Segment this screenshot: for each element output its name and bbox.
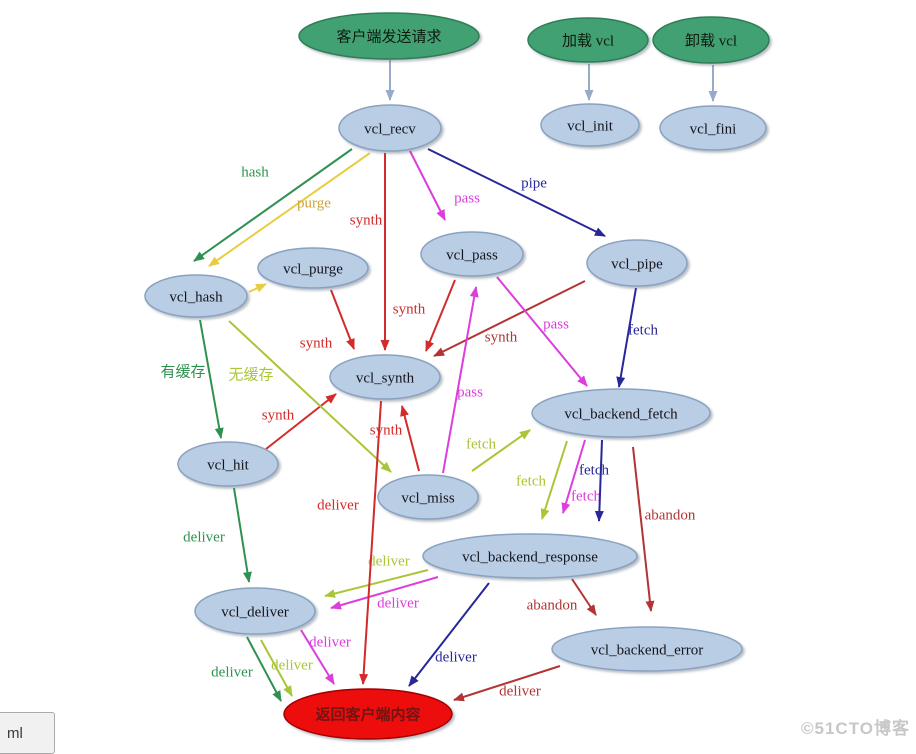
edge-bresp-berror — [571, 578, 597, 616]
edge-label-bresp-return: deliver — [435, 649, 477, 665]
node-vcl-synth — [329, 354, 441, 400]
edge-miss-pass — [442, 286, 479, 474]
watermark: ©51CTO博客 — [800, 719, 910, 738]
edge-label-miss-pass: pass — [457, 384, 483, 400]
node-return-client-content — [283, 688, 453, 740]
edge-miss-backend-fetch — [471, 429, 531, 472]
edge-hash-miss — [228, 320, 392, 473]
node-label-vcl-synth: vcl_synth — [356, 370, 415, 386]
node-label-vcl-backend-response: vcl_backend_response — [462, 549, 598, 565]
node-label-vcl-pass: vcl_pass — [446, 247, 498, 263]
edge-hash-hit — [199, 319, 224, 439]
edge-label-deliver-return-yg: deliver — [271, 657, 313, 673]
node-load-vcl — [527, 17, 649, 63]
node-label-unload-vcl: 卸载 vcl — [685, 32, 737, 49]
edge-hash-purge — [248, 283, 267, 293]
edge-label-recv-synth: synth — [350, 212, 383, 228]
edge-label-hit-synth: synth — [262, 407, 295, 423]
edge-synth-return — [359, 400, 382, 685]
edge-label-bfetch-bresp-nv: fetch — [579, 462, 609, 478]
edge-recv-pipe — [427, 148, 606, 237]
edge-label-deliver-return-gr: deliver — [211, 664, 253, 680]
edge-label-bfetch-berror: abandon — [645, 507, 696, 523]
node-vcl-pipe — [586, 239, 688, 287]
edge-deliver-return-mg — [300, 629, 335, 685]
node-label-client-request: 客户端发送请求 — [336, 28, 441, 45]
edge-hit-deliver — [233, 487, 252, 583]
edge-label-pass-synth: synth — [393, 301, 426, 317]
node-vcl-hash — [144, 274, 248, 318]
node-label-vcl-recv: vcl_recv — [364, 121, 416, 137]
edge-label-bfetch-bresp-mg: fetch — [571, 488, 601, 504]
edge-hit-synth — [265, 393, 337, 450]
edge-bresp-return — [408, 582, 490, 687]
node-vcl-hit — [177, 441, 279, 487]
edge-label-recv-hash: hash — [241, 164, 269, 180]
node-label-vcl-backend-fetch: vcl_backend_fetch — [564, 406, 678, 422]
edge-label-berror-return: deliver — [499, 683, 541, 699]
edge-purge-synth — [330, 289, 355, 350]
node-vcl-purge — [257, 247, 369, 289]
edge-label-hash-miss: 无缓存 — [228, 366, 273, 383]
node-label-vcl-pipe: vcl_pipe — [611, 256, 663, 272]
edge-label-miss-backend-fetch: fetch — [466, 436, 496, 452]
node-vcl-recv — [338, 104, 442, 152]
edge-label-bresp-deliver-yg: deliver — [368, 553, 410, 569]
edge-label-hit-deliver: deliver — [183, 529, 225, 545]
edge-recv-pass — [409, 150, 446, 221]
edge-pipe-synth — [433, 280, 586, 357]
edge-label-bresp-deliver-mg: deliver — [377, 595, 419, 611]
edge-label-recv-pass: pass — [454, 190, 480, 206]
edge-bfetch-bresp-mg — [561, 439, 586, 514]
node-label-vcl-miss: vcl_miss — [401, 490, 454, 506]
edge-label-hash-hit: 有缓存 — [160, 363, 205, 380]
edge-bfetch-bresp-nv — [594, 439, 604, 522]
file-chip-label: ml — [7, 724, 23, 742]
node-vcl-miss — [377, 474, 479, 520]
edge-bresp-deliver-mg — [330, 576, 439, 610]
edge-deliver-return-yg — [260, 639, 293, 697]
node-label-vcl-hit: vcl_hit — [207, 457, 249, 473]
edge-label-pass-backend-fetch: pass — [543, 316, 569, 332]
node-unload-vcl — [652, 16, 770, 64]
edge-label-purge-synth: synth — [300, 335, 333, 351]
node-vcl-deliver — [194, 587, 316, 635]
edge-berror-return — [453, 665, 561, 702]
edge-deliver-return-gr — [246, 636, 282, 702]
edge-recv-hash-purge — [208, 152, 371, 267]
node-label-vcl-deliver: vcl_deliver — [221, 604, 288, 620]
node-vcl-fini — [659, 105, 767, 151]
node-label-return-client-content: 返回客户端内容 — [315, 705, 420, 723]
edge-pass-synth — [425, 279, 456, 352]
edge-label-deliver-return-mg: deliver — [309, 634, 351, 650]
node-label-vcl-fini: vcl_fini — [690, 121, 737, 137]
edge-bfetch-bresp-yg — [540, 440, 568, 520]
edge-pipe-backend-fetch — [616, 287, 637, 388]
edge-label-bfetch-bresp-yg: fetch — [516, 473, 546, 489]
node-vcl-backend-response — [422, 533, 638, 579]
file-chip[interactable]: ml — [0, 712, 55, 754]
node-vcl-init — [540, 103, 640, 147]
node-label-vcl-backend-error: vcl_backend_error — [591, 642, 703, 658]
edge-recv-hash — [193, 148, 353, 262]
edge-miss-synth — [400, 405, 420, 472]
edge-bfetch-berror — [632, 446, 655, 612]
edge-label-miss-synth: synth — [370, 422, 403, 438]
edge-label-bresp-berror: abandon — [527, 597, 578, 613]
node-label-vcl-purge: vcl_purge — [283, 261, 343, 277]
node-label-vcl-init: vcl_init — [567, 118, 614, 134]
edge-label-pipe-backend-fetch: fetch — [628, 322, 658, 338]
edge-label-synth-return: deliver — [317, 497, 359, 513]
edge-label-recv-pipe: pipe — [521, 175, 547, 191]
node-label-load-vcl: 加载 vcl — [562, 32, 614, 49]
edge-bresp-deliver-yg — [324, 569, 429, 598]
edge-label-recv-hash-purge: purge — [297, 195, 331, 211]
node-vcl-backend-fetch — [531, 388, 711, 438]
edge-pass-backend-fetch — [496, 276, 588, 387]
node-vcl-pass — [420, 231, 524, 277]
node-vcl-backend-error — [551, 626, 743, 672]
node-label-vcl-hash: vcl_hash — [169, 289, 223, 305]
node-client-request — [298, 12, 480, 60]
edge-label-pipe-synth: synth — [485, 329, 518, 345]
